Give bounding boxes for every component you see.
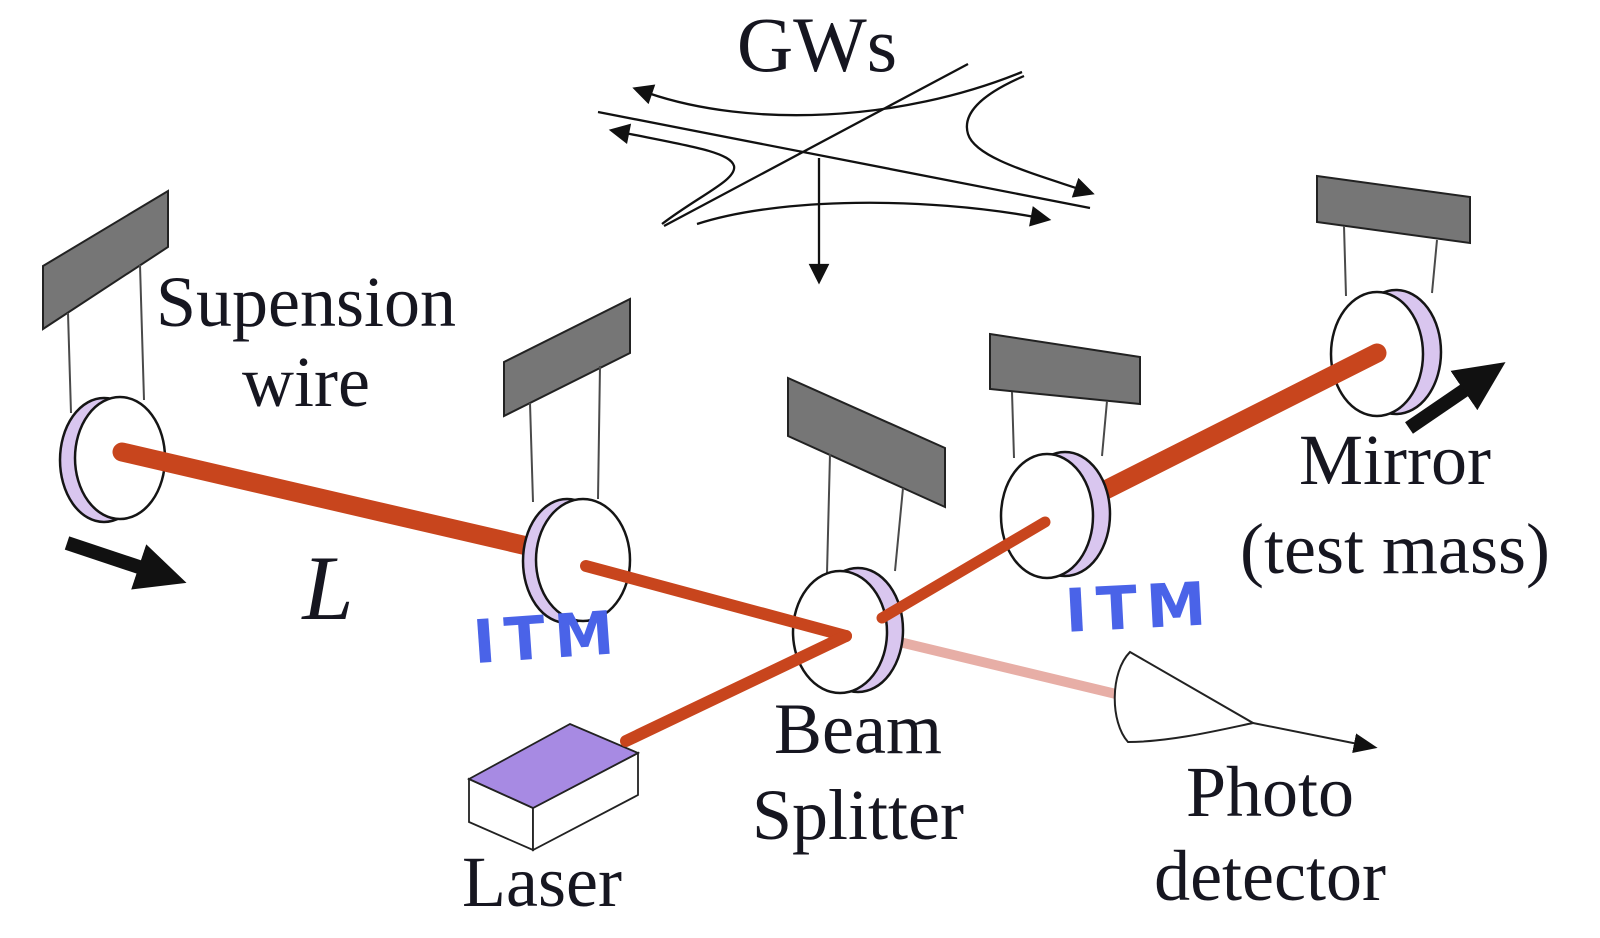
gw-cross-line bbox=[663, 62, 969, 228]
suspension-wire-label-line1: Supension bbox=[155, 262, 457, 342]
left-mirror-motion-arrow bbox=[64, 536, 187, 590]
right-itm-annotation: ITM bbox=[1063, 569, 1217, 647]
laser-beam-left-arm bbox=[112, 442, 550, 559]
wires-left-mirror bbox=[67, 264, 145, 414]
gw-wave-symbol bbox=[597, 62, 1095, 285]
wires-beam-splitter bbox=[826, 453, 904, 574]
laser-beam-itm-to-splitter bbox=[580, 560, 852, 642]
laser-label: Laser bbox=[462, 842, 622, 922]
left-itm-mirror bbox=[521, 497, 632, 625]
photo-detector-output-arrow bbox=[1252, 722, 1378, 754]
photo-detector bbox=[1113, 650, 1378, 754]
photo-detector-label: Photo detector bbox=[1154, 750, 1386, 918]
support-right-itm bbox=[989, 332, 1141, 406]
right-mirror-motion-arrow bbox=[1405, 362, 1506, 434]
gw-right-hairpin-arrow bbox=[965, 74, 1095, 198]
gw-left-hairpin-arrow bbox=[608, 123, 736, 225]
end-mirror-label-line2: (test mass) bbox=[1240, 509, 1550, 589]
gw-top-arc-arrow bbox=[632, 70, 1023, 117]
support-left-itm bbox=[503, 297, 631, 418]
laser-box-top bbox=[466, 723, 641, 810]
beam-splitter-label-line2: Splitter bbox=[752, 775, 964, 855]
wires-left-itm bbox=[529, 365, 601, 503]
left-itm-face bbox=[534, 497, 632, 623]
suspension-wire-label: Supension wire bbox=[156, 262, 456, 422]
arm-length-label: L bbox=[302, 537, 354, 639]
right-itm-face bbox=[999, 452, 1095, 580]
beam-splitter-label: Beam Splitter bbox=[752, 686, 964, 858]
laser-beam-output-pale bbox=[860, 628, 1118, 699]
suspensions bbox=[42, 174, 1471, 574]
wires-right-mirror bbox=[1343, 225, 1438, 297]
gws-label: GWs bbox=[736, 1, 898, 88]
laser-box bbox=[466, 723, 641, 852]
end-mirror-label-line1: Mirror bbox=[1299, 420, 1491, 500]
photo-detector-label-line2: detector bbox=[1154, 836, 1386, 916]
photo-detector-horn bbox=[1113, 650, 1256, 744]
support-left-mirror bbox=[42, 189, 169, 331]
beam-splitter-label-line1: Beam bbox=[774, 689, 942, 769]
support-right-mirror bbox=[1316, 174, 1471, 245]
photo-detector-label-line1: Photo bbox=[1185, 752, 1355, 832]
right-itm-mirror bbox=[999, 450, 1112, 580]
support-beam-splitter bbox=[787, 376, 946, 509]
suspension-wire-label-line2: wire bbox=[242, 342, 370, 422]
gw-cross-line bbox=[597, 110, 1091, 210]
gw-bottom-arc-arrow bbox=[696, 201, 1052, 227]
end-mirror-label: Mirror (test mass) bbox=[1240, 416, 1550, 594]
laser-beam-splitter-to-itm bbox=[876, 516, 1051, 624]
laser-beam-input bbox=[620, 630, 852, 747]
wires-right-itm bbox=[1011, 391, 1108, 459]
left-itm-annotation: ITM bbox=[470, 597, 626, 679]
